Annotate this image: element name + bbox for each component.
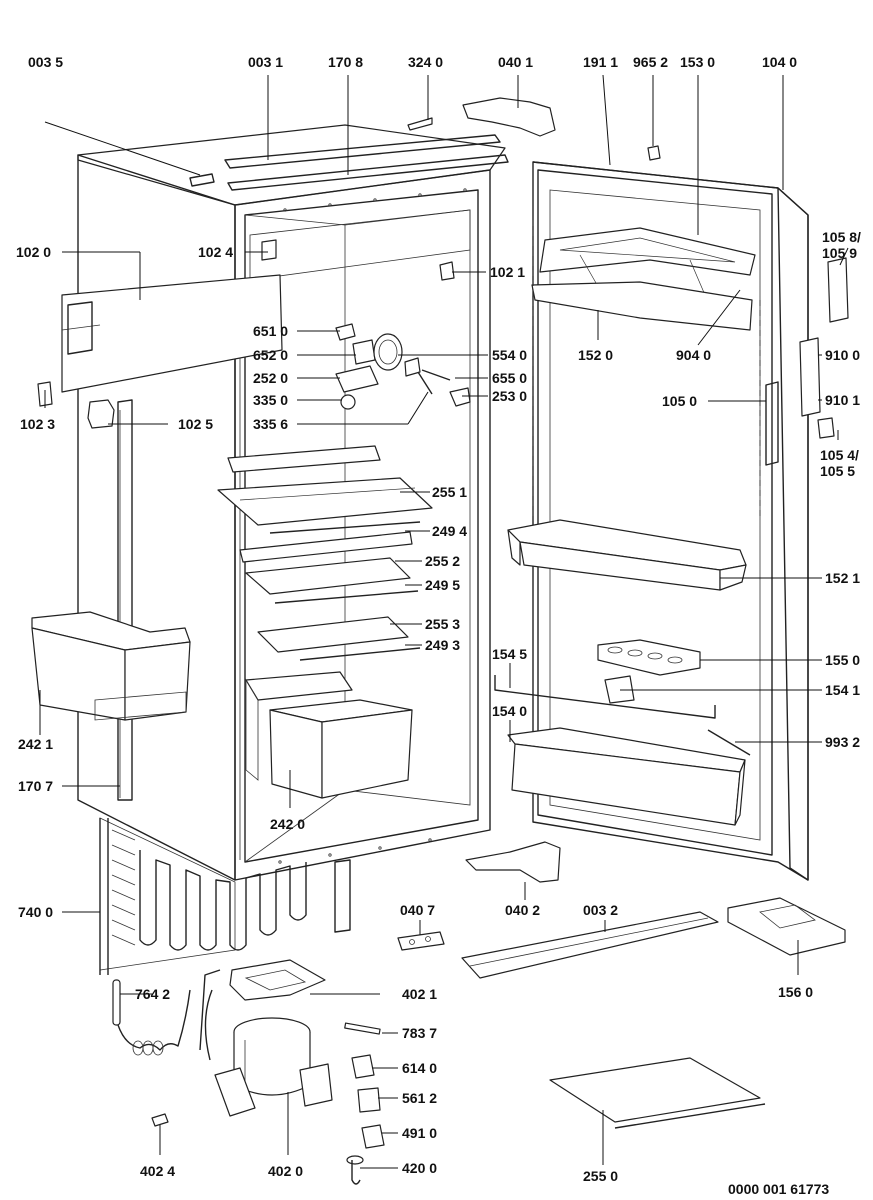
top-small-parts [407, 97, 661, 161]
cabinet-body [77, 124, 509, 881]
label-402-1: 402 1 [402, 986, 437, 1002]
bottom-parts [397, 841, 846, 1129]
label-402-4: 402 4 [140, 1163, 175, 1179]
label-965-2: 965 2 [633, 54, 668, 70]
label-154-1: 154 1 [825, 682, 860, 698]
label-156-0: 156 0 [778, 984, 813, 1000]
label-170-7: 170 7 [18, 778, 53, 794]
side-panel-left [61, 274, 283, 801]
label-040-2: 040 2 [505, 902, 540, 918]
label-783-7: 783 7 [402, 1025, 437, 1041]
label-255-0: 255 0 [583, 1168, 618, 1184]
label-335-0: 335 0 [253, 392, 288, 408]
callout-labels: 003 5 003 1 170 8 324 0 040 1 191 1 965 … [16, 54, 861, 1197]
label-554-0: 554 0 [492, 347, 527, 363]
door [494, 161, 849, 881]
label-040-1: 040 1 [498, 54, 533, 70]
label-003-5: 003 5 [28, 54, 63, 70]
label-003-2: 003 2 [583, 902, 618, 918]
label-402-0: 402 0 [268, 1163, 303, 1179]
condenser [99, 817, 351, 975]
label-249-3: 249 3 [425, 637, 460, 653]
label-105-9: 105 9 [822, 245, 857, 261]
label-242-0: 242 0 [270, 816, 305, 832]
label-255-3: 255 3 [425, 616, 460, 632]
compressor-assembly [112, 959, 385, 1185]
label-561-2: 561 2 [402, 1090, 437, 1106]
label-105-5: 105 5 [820, 463, 855, 479]
label-651-0: 651 0 [253, 323, 288, 339]
label-105-0: 105 0 [662, 393, 697, 409]
label-102-1: 102 1 [490, 264, 525, 280]
label-993-2: 993 2 [825, 734, 860, 750]
label-105-8: 105 8/ [822, 229, 861, 245]
label-102-0: 102 0 [16, 244, 51, 260]
label-155-0: 155 0 [825, 652, 860, 668]
label-249-5: 249 5 [425, 577, 460, 593]
label-242-1: 242 1 [18, 736, 53, 752]
label-910-0: 910 0 [825, 347, 860, 363]
drawing-id: 0000 001 61773 [728, 1181, 829, 1197]
hinge-parts-left [37, 381, 115, 429]
label-152-0: 152 0 [578, 347, 613, 363]
crisper-drawer [245, 671, 413, 799]
label-252-0: 252 0 [253, 370, 288, 386]
label-255-2: 255 2 [425, 553, 460, 569]
label-655-0: 655 0 [492, 370, 527, 386]
label-152-1: 152 1 [825, 570, 860, 586]
label-253-0: 253 0 [492, 388, 527, 404]
label-255-1: 255 1 [432, 484, 467, 500]
label-040-7: 040 7 [400, 902, 435, 918]
label-102-3: 102 3 [20, 416, 55, 432]
label-003-1: 003 1 [248, 54, 283, 70]
label-420-0: 420 0 [402, 1160, 437, 1176]
thermostat-lamp-group [261, 239, 471, 410]
label-491-0: 491 0 [402, 1125, 437, 1141]
label-740-0: 740 0 [18, 904, 53, 920]
label-170-8: 170 8 [328, 54, 363, 70]
label-104-0: 104 0 [762, 54, 797, 70]
label-154-5: 154 5 [492, 646, 527, 662]
label-102-4: 102 4 [198, 244, 233, 260]
label-154-0: 154 0 [492, 703, 527, 719]
label-910-1: 910 1 [825, 392, 860, 408]
label-904-0: 904 0 [676, 347, 711, 363]
label-652-0: 652 0 [253, 347, 288, 363]
label-614-0: 614 0 [402, 1060, 437, 1076]
label-102-5: 102 5 [178, 416, 213, 432]
label-153-0: 153 0 [680, 54, 715, 70]
label-335-6: 335 6 [253, 416, 288, 432]
label-764-2: 764 2 [135, 986, 170, 1002]
door-bin-left [31, 611, 191, 721]
leader-lines [39, 74, 849, 1169]
label-249-4: 249 4 [432, 523, 467, 539]
label-324-0: 324 0 [408, 54, 443, 70]
glass-shelves [217, 445, 433, 661]
label-105-4: 105 4/ [820, 447, 859, 463]
label-191-1: 191 1 [583, 54, 618, 70]
